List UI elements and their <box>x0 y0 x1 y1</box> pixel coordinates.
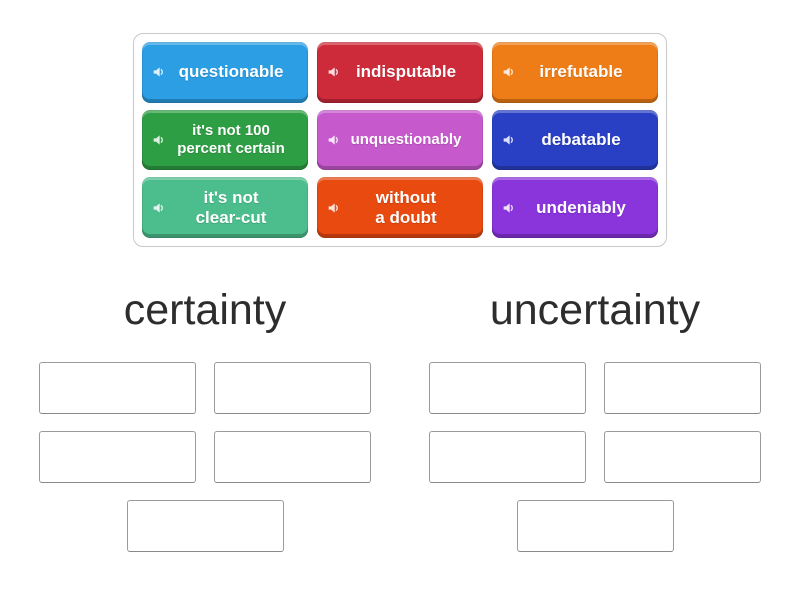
drop-slot[interactable] <box>604 431 761 484</box>
drop-slot[interactable] <box>429 362 586 415</box>
speaker-icon[interactable] <box>501 64 517 80</box>
drop-slot[interactable] <box>604 362 761 415</box>
speaker-icon[interactable] <box>151 64 167 80</box>
word-tile[interactable]: undeniably <box>492 177 658 238</box>
speaker-icon[interactable] <box>501 200 517 216</box>
drop-slot[interactable] <box>39 362 196 415</box>
word-tile-board: questionable indisputable irrefutable it… <box>133 33 667 247</box>
word-tile-label: it's not clear-cut <box>195 187 267 227</box>
group-uncertainty: uncertainty <box>429 286 761 553</box>
word-tile[interactable]: questionable <box>142 42 308 103</box>
speaker-icon[interactable] <box>151 200 167 216</box>
drop-slot[interactable] <box>126 500 284 553</box>
word-tile[interactable]: unquestionably <box>317 109 483 171</box>
word-tile[interactable]: it's not 100 percent certain <box>142 109 308 171</box>
drop-slot[interactable] <box>39 431 196 484</box>
group-title: uncertainty <box>489 286 701 334</box>
word-tile[interactable]: indisputable <box>317 42 483 103</box>
group-slots <box>429 362 761 553</box>
word-tile[interactable]: debatable <box>492 109 658 171</box>
speaker-icon[interactable] <box>326 132 342 148</box>
word-tile-label: undeniably <box>536 197 626 217</box>
word-tile[interactable]: irrefutable <box>492 42 658 103</box>
word-tile-label: questionable <box>178 62 284 82</box>
word-tile[interactable]: it's not clear-cut <box>142 177 308 238</box>
word-tile-label: debatable <box>541 129 621 149</box>
category-groups: certainty uncertainty <box>0 286 800 553</box>
word-tile[interactable]: without a doubt <box>317 177 483 238</box>
drop-slot[interactable] <box>214 431 371 484</box>
word-tile-label: unquestionably <box>350 131 462 149</box>
speaker-icon[interactable] <box>151 132 167 148</box>
word-tile-label: it's not 100 percent certain <box>177 122 285 157</box>
word-tile-label: without a doubt <box>375 187 437 227</box>
drop-slot[interactable] <box>429 431 586 484</box>
group-title: certainty <box>123 286 287 334</box>
speaker-icon[interactable] <box>501 132 517 148</box>
group-certainty: certainty <box>39 286 371 553</box>
drop-slot[interactable] <box>214 362 371 415</box>
drop-slot[interactable] <box>516 500 674 553</box>
word-tile-label: indisputable <box>355 62 457 82</box>
group-slots <box>39 362 371 553</box>
speaker-icon[interactable] <box>326 64 342 80</box>
word-tile-label: irrefutable <box>539 62 623 82</box>
speaker-icon[interactable] <box>326 200 342 216</box>
